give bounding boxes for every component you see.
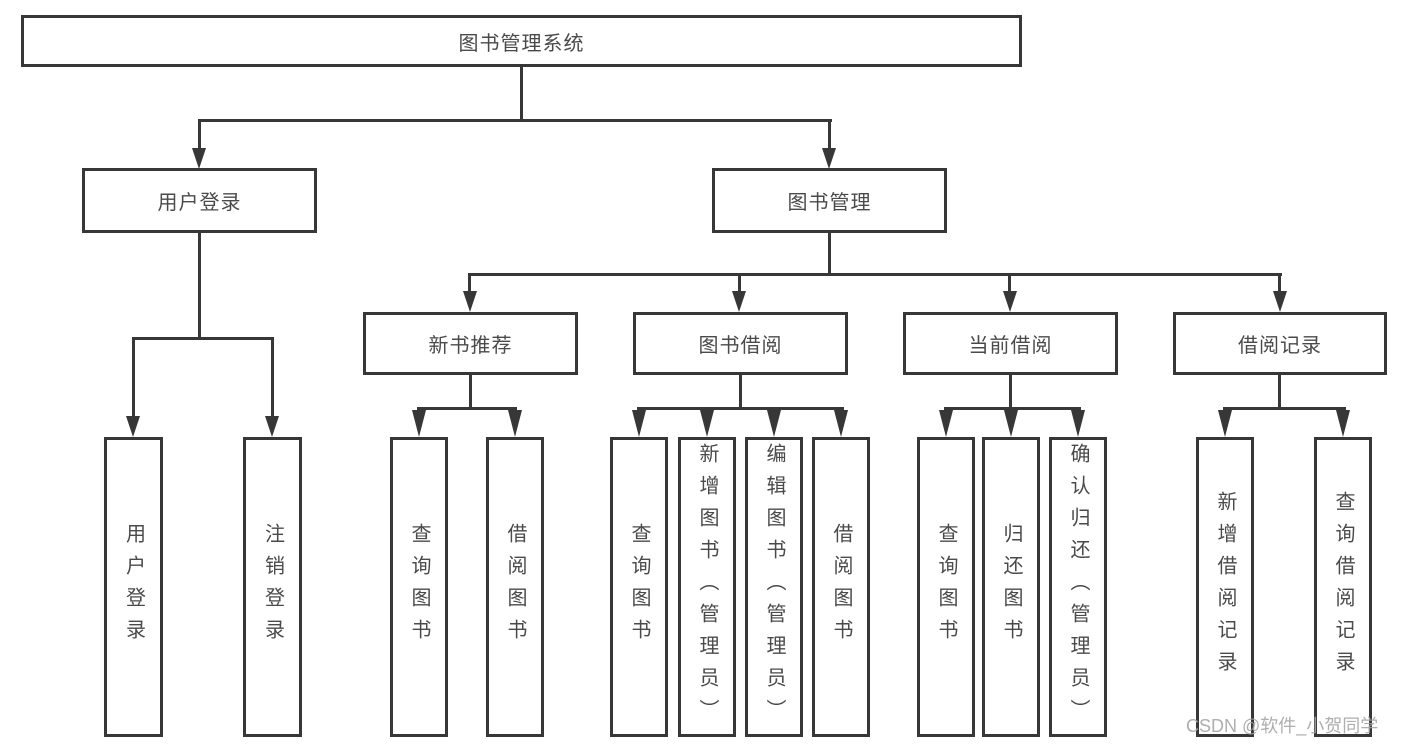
leaf-label: 编辑图书（管理员）	[763, 443, 785, 731]
arrowhead-down-icon	[732, 291, 746, 312]
connector-line	[198, 122, 201, 148]
connector-line	[637, 407, 844, 410]
arrowhead-down-icon	[1336, 410, 1350, 437]
leaf-return-book: 归还图书	[982, 437, 1040, 737]
arrowhead-down-icon	[508, 410, 522, 437]
arrowhead-down-icon	[126, 416, 140, 437]
leaf-borrow-books-recommend: 借阅图书	[486, 437, 544, 737]
connector-line	[132, 337, 274, 340]
leaf-query-borrow-record: 查询借阅记录	[1314, 437, 1372, 737]
node-new-book-recommend: 新书推荐	[363, 312, 578, 375]
node-borrow-records: 借阅记录	[1173, 312, 1387, 375]
leaf-logout: 注销登录	[243, 437, 302, 737]
watermark: CSDN @软件_小贺同学	[1186, 716, 1379, 736]
connector-line	[944, 407, 1081, 410]
leaf-edit-book-admin: 编辑图书（管理员）	[745, 437, 803, 737]
leaf-query-books-recommend: 查询图书	[390, 437, 448, 737]
arrowhead-down-icon	[1218, 410, 1232, 437]
arrowhead-down-icon	[834, 410, 848, 437]
leaf-label: 查询图书	[628, 523, 650, 651]
arrowhead-down-icon	[1071, 410, 1085, 437]
arrowhead-down-icon	[632, 410, 646, 437]
arrowhead-down-icon	[412, 410, 426, 437]
connector-line	[198, 233, 201, 337]
node-label: 当前借阅	[968, 335, 1053, 357]
leaf-add-borrow-record: 新增借阅记录	[1196, 437, 1254, 737]
arrowhead-down-icon	[192, 148, 206, 169]
node-label: 借阅记录	[1238, 335, 1322, 357]
connector-line	[1278, 375, 1281, 407]
connector-line	[468, 273, 1282, 276]
leaf-borrow-books: 借阅图书	[812, 437, 870, 737]
node-book-borrow: 图书借阅	[633, 312, 848, 375]
connector-line	[468, 276, 471, 291]
arrowhead-down-icon	[1003, 291, 1017, 312]
arrowhead-down-icon	[1004, 410, 1018, 437]
arrowhead-down-icon	[700, 410, 714, 437]
connector-line	[271, 340, 274, 416]
leaf-label: 查询借阅记录	[1332, 491, 1354, 683]
leaf-query-books-borrow: 查询图书	[610, 437, 668, 737]
leaf-confirm-return-admin: 确认归还（管理员）	[1049, 437, 1107, 737]
connector-line	[739, 375, 742, 407]
connector-line	[1278, 276, 1281, 291]
leaf-label: 借阅图书	[830, 523, 852, 651]
leaf-label: 归还图书	[1000, 523, 1022, 651]
leaf-label: 查询图书	[935, 523, 957, 651]
connector-line	[198, 119, 832, 122]
arrowhead-down-icon	[939, 410, 953, 437]
node-system-root: 图书管理系统	[21, 15, 1022, 67]
connector-line	[828, 233, 831, 273]
node-label: 图书管理系统	[458, 32, 585, 55]
leaf-add-book-admin: 新增图书（管理员）	[678, 437, 736, 737]
connector-line	[520, 67, 523, 119]
connector-line	[417, 407, 517, 410]
node-user-login: 用户登录	[82, 168, 317, 233]
node-label: 用户登录	[157, 192, 242, 214]
arrowhead-down-icon	[767, 410, 781, 437]
leaf-label: 新增图书（管理员）	[696, 443, 718, 731]
node-label: 新书推荐	[428, 335, 513, 357]
arrowhead-down-icon	[1273, 291, 1287, 312]
connector-line	[828, 122, 831, 148]
node-book-management: 图书管理	[712, 168, 947, 233]
leaf-label: 注销登录	[261, 523, 284, 651]
leaf-query-books-current: 查询图书	[917, 437, 975, 737]
leaf-label: 确认归还（管理员）	[1067, 443, 1089, 731]
node-label: 图书管理	[787, 192, 872, 214]
connector-line	[1223, 407, 1346, 410]
connector-line	[1008, 276, 1011, 291]
leaf-user-login: 用户登录	[104, 437, 163, 737]
arrowhead-down-icon	[463, 291, 477, 312]
leaf-label: 新增借阅记录	[1214, 491, 1236, 683]
arrowhead-down-icon	[822, 148, 836, 169]
connector-line	[132, 340, 135, 416]
leaf-label: 查询图书	[408, 523, 430, 651]
connector-line	[1009, 375, 1012, 407]
leaf-label: 用户登录	[122, 523, 145, 651]
node-current-borrow: 当前借阅	[903, 312, 1118, 375]
connector-line	[469, 375, 472, 407]
leaf-label: 借阅图书	[504, 523, 526, 651]
connector-line	[738, 276, 741, 291]
node-label: 图书借阅	[698, 335, 783, 357]
arrowhead-down-icon	[265, 416, 279, 437]
